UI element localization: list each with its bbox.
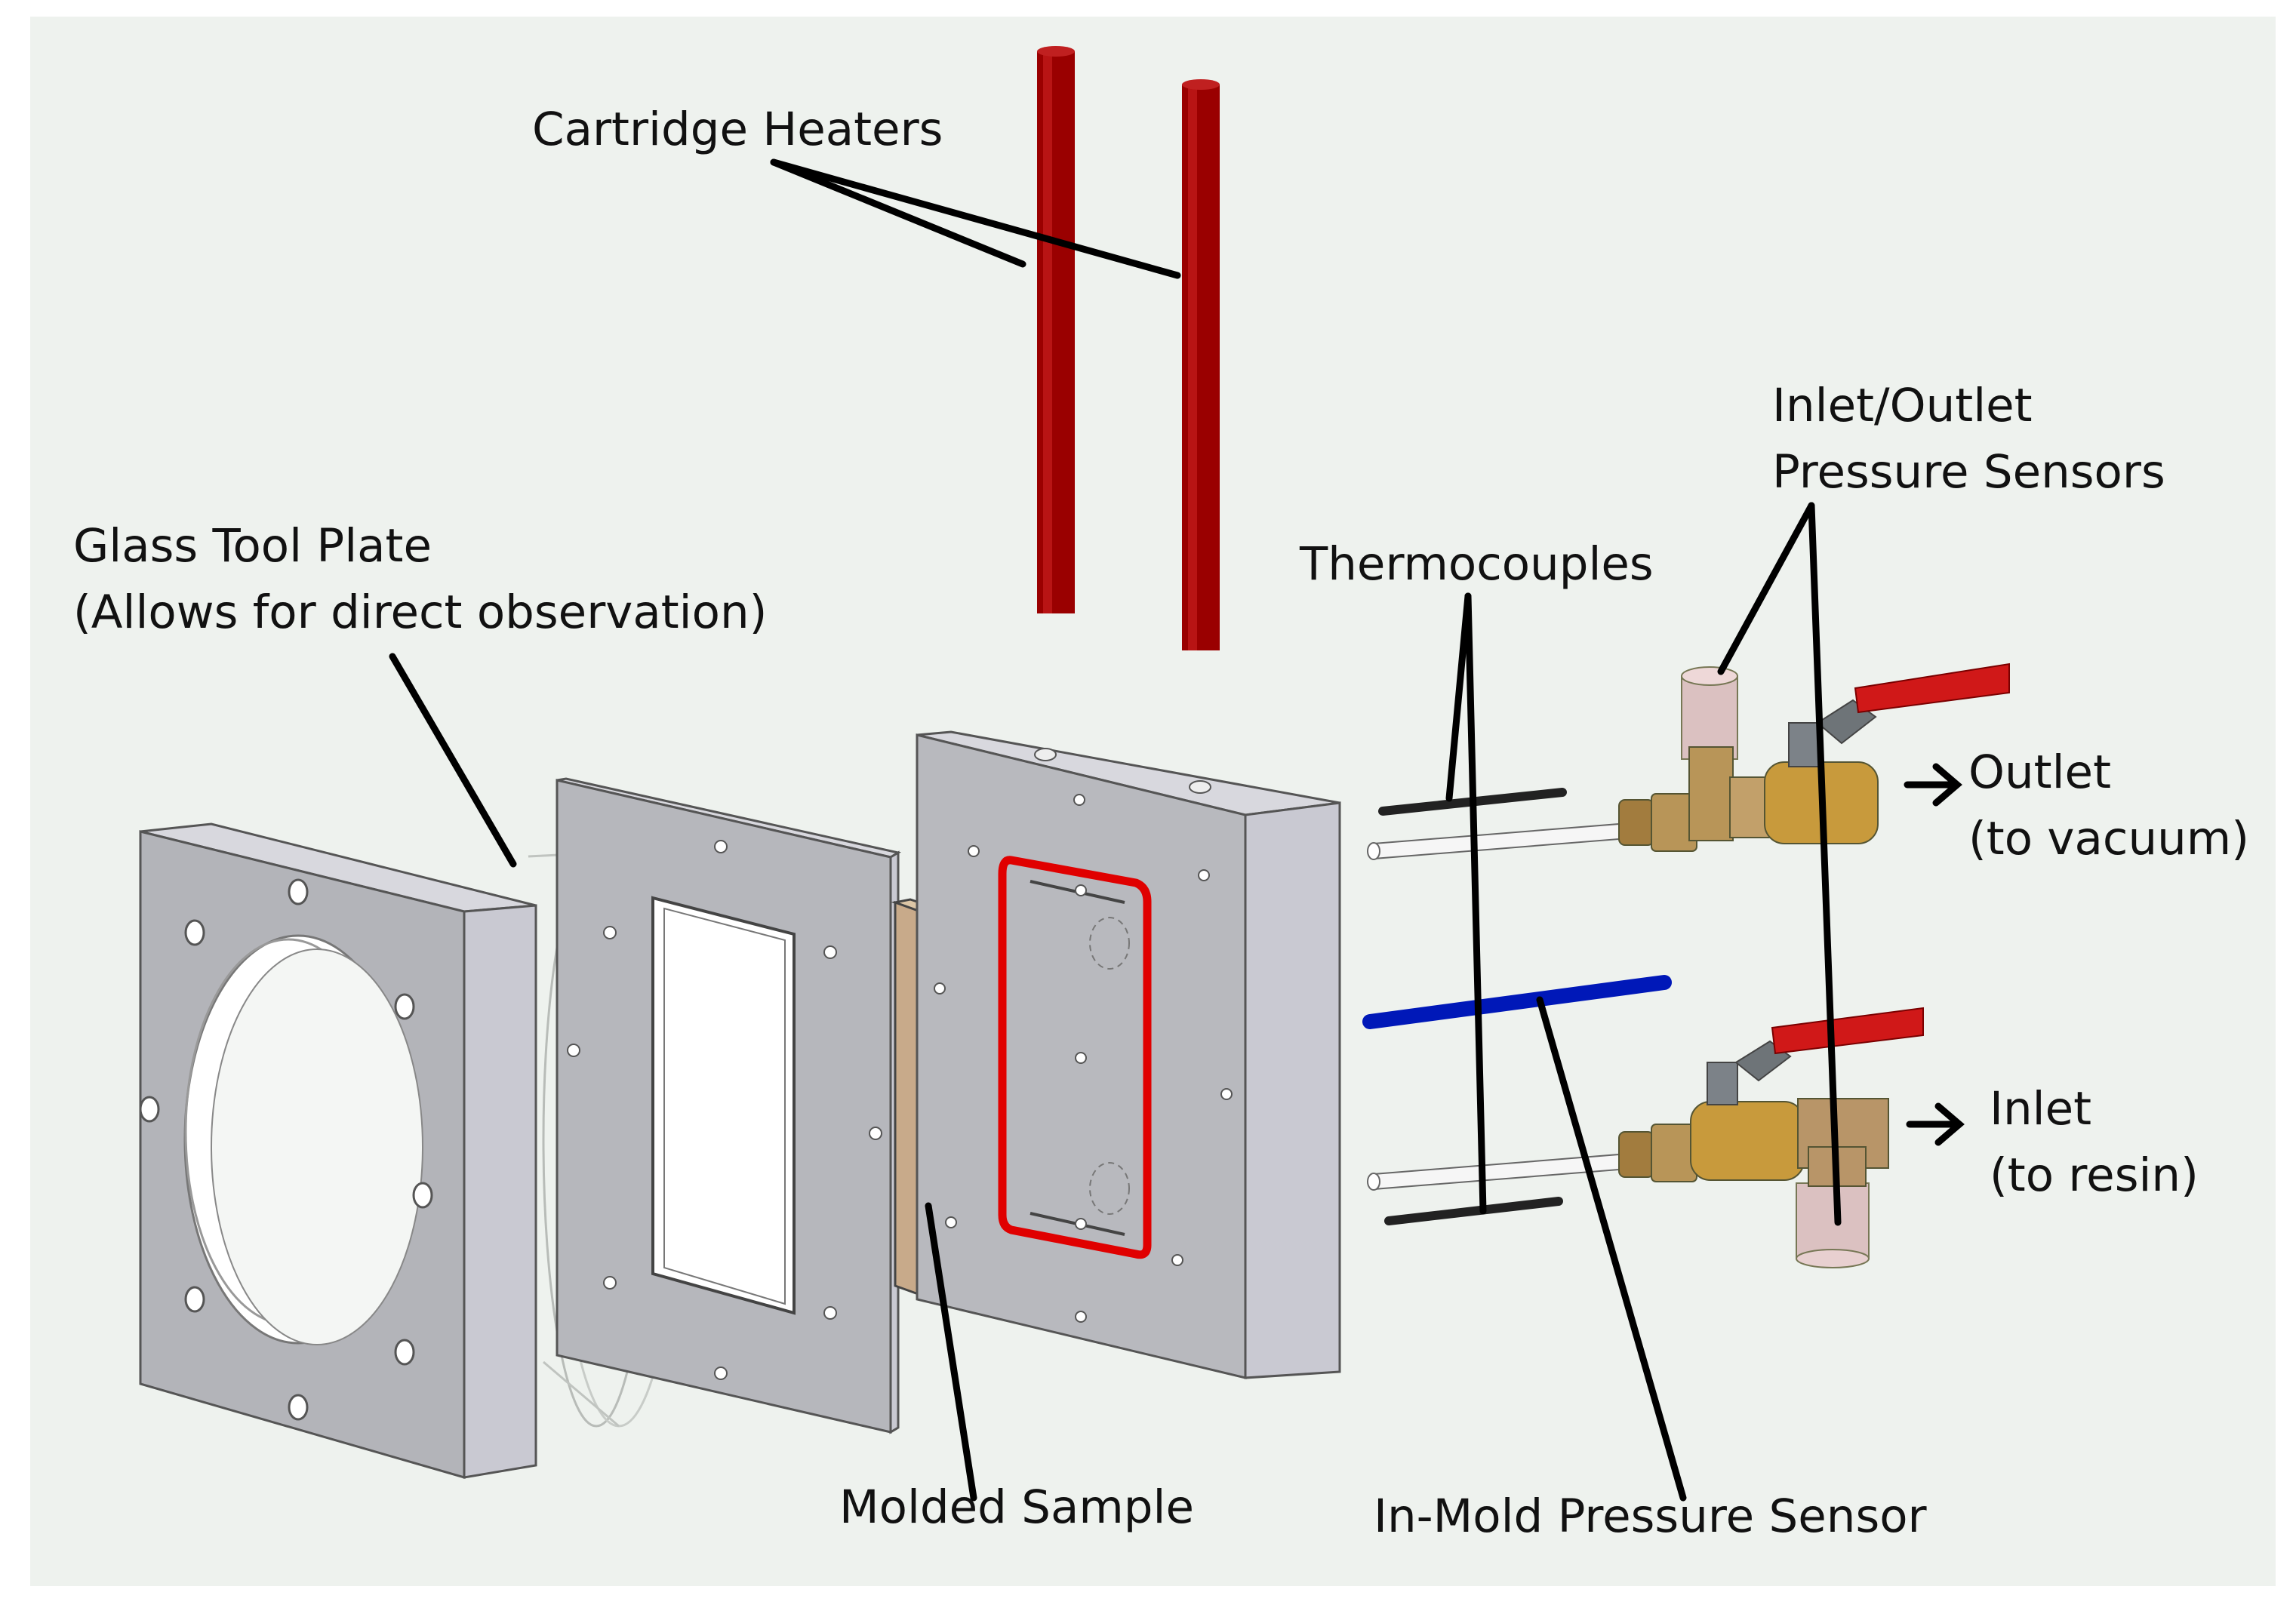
inlet-label: Inlet (to resin)	[1990, 1076, 2199, 1209]
molded-sample-label: Molded Sample	[839, 1474, 1194, 1541]
glass-tool-plate-label: Glass Tool Plate (Allows for direct obse…	[73, 513, 767, 646]
inlet-subtext: (to resin)	[1990, 1148, 2199, 1202]
outlet-text: Outlet	[1968, 746, 2111, 799]
outlet-subtext: (to vacuum)	[1968, 812, 2249, 865]
leader-lines	[389, 158, 1842, 1502]
glass-tool-plate-title: Glass Tool Plate	[73, 519, 432, 573]
front-frame-plate	[139, 822, 537, 1479]
thermocouples-text: Thermocouples	[1300, 537, 1654, 591]
back-heater-plate	[916, 730, 1341, 1379]
cartridge-heaters	[1037, 46, 1220, 650]
right-arrow-icon	[1906, 1102, 1965, 1146]
outlet-label: Outlet (to vacuum)	[1968, 739, 2249, 872]
inlet-text: Inlet	[1990, 1082, 2092, 1136]
cartridge-heaters-text: Cartridge Heaters	[532, 103, 943, 156]
right-arrow-icon	[1904, 763, 1962, 807]
in-mold-pressure-sensor	[1362, 975, 1672, 1029]
io-pressure-sensors-label: Inlet/Outlet Pressure Sensors	[1772, 373, 2165, 506]
in-mold-pressure-sensor-label: In-Mold Pressure Sensor	[1374, 1483, 1927, 1550]
cartridge-heaters-label: Cartridge Heaters	[532, 97, 943, 163]
molded-sample-text: Molded Sample	[839, 1480, 1194, 1534]
in-mold-pressure-sensor-text: In-Mold Pressure Sensor	[1374, 1489, 1927, 1543]
thermocouples-label: Thermocouples	[1300, 531, 1654, 598]
inlet-valve	[1618, 1007, 1924, 1268]
io-pressure-sensors-line1: Inlet/Outlet	[1772, 379, 2033, 432]
window-plate	[556, 777, 901, 1434]
glass-tool-plate-subtitle: (Allows for direct observation)	[73, 586, 768, 639]
io-pressure-sensors-line2: Pressure Sensors	[1772, 445, 2165, 499]
